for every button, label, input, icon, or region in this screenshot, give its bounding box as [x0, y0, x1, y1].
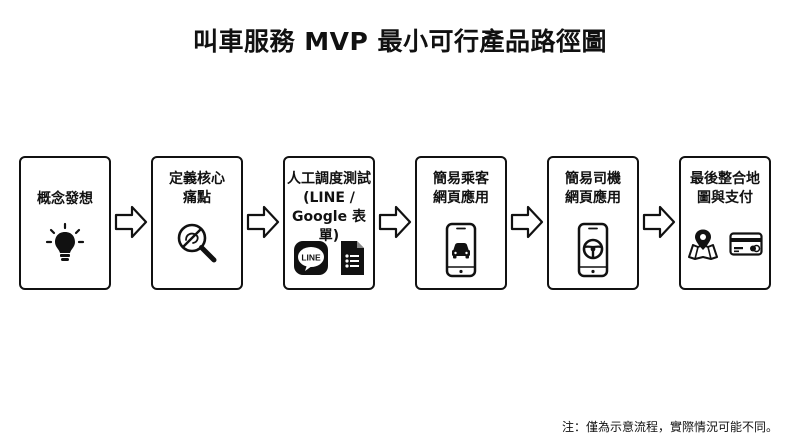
step-label: 最後整合地 圖與支付: [690, 171, 760, 206]
phone-car-icon: [417, 222, 505, 278]
step-manual-dispatch-test: 人工調度測試 (LINE / Google 表單) LINE: [283, 156, 375, 290]
footnote: 注：僅為示意流程，實際情況可能不同。: [561, 420, 778, 434]
step-icons: LINE: [285, 240, 373, 276]
step-concept: 概念發想: [19, 156, 111, 290]
phone-steering-wheel-icon: [549, 222, 637, 278]
flow-arrow: [642, 205, 676, 239]
magnifier-crossed-icon: [153, 220, 241, 266]
flow-arrow: [378, 205, 412, 239]
step-define-pain-points: 定義核心 痛點: [151, 156, 243, 290]
flow-arrow: [246, 205, 280, 239]
step-label: 簡易司機 網頁應用: [565, 171, 621, 206]
step-passenger-web-app: 簡易乘客 網頁應用: [415, 156, 507, 290]
map-pin-icon: [688, 229, 718, 260]
flow-arrow: [510, 205, 544, 239]
step-driver-web-app: 簡易司機 網頁應用: [547, 156, 639, 290]
credit-card-icon: [729, 232, 763, 256]
google-forms-icon: [341, 241, 364, 275]
step-icons: [681, 228, 769, 260]
step-label: 定義核心 痛點: [169, 171, 225, 206]
step-label: 概念發想: [37, 191, 93, 207]
step-map-and-payment: 最後整合地 圖與支付: [679, 156, 771, 290]
line-app-icon: LINE: [294, 241, 328, 275]
step-label: 簡易乘客 網頁應用: [433, 171, 489, 206]
step-label: 人工調度測試 (LINE / Google 表單): [287, 171, 371, 244]
diagram-title: 叫車服務 MVP 最小可行產品路徑圖: [193, 27, 607, 56]
lightbulb-icon: [21, 222, 109, 266]
flow-arrow: [114, 205, 148, 239]
line-logo-text: LINE: [301, 253, 321, 263]
